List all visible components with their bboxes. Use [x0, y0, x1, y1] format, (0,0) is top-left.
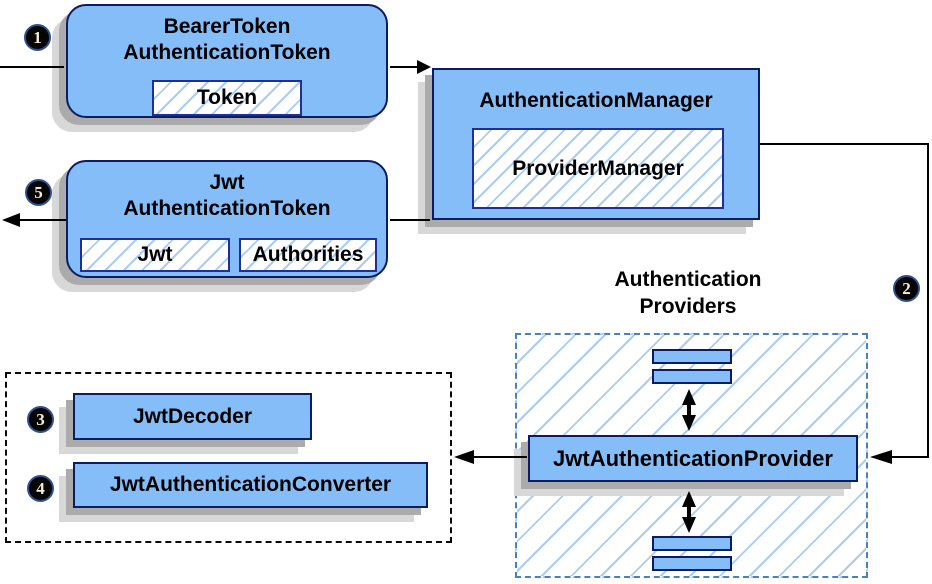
authentication-manager-title-text: AuthenticationManager — [479, 89, 713, 112]
jwt-decoder-label: JwtDecoder — [132, 404, 253, 428]
provider-list-item — [652, 556, 732, 571]
jwt-authentication-converter-node: JwtAuthenticationConverter — [73, 462, 428, 508]
authentication-manager-node: AuthenticationManager ProviderManager — [432, 68, 760, 220]
authentication-providers-heading-line2: Providers — [639, 295, 737, 318]
jwt-authentication-provider-node: JwtAuthenticationProvider — [528, 435, 858, 482]
provider-list-item — [652, 349, 732, 364]
jwt-token-title-line1: Jwt — [209, 171, 245, 194]
authentication-providers-heading-line1: Authentication — [614, 268, 762, 291]
token-field: Token — [152, 80, 302, 116]
step-5-number: 5 — [34, 182, 43, 202]
provider-list-item — [652, 536, 732, 551]
step-2-badge: 2 — [893, 275, 920, 302]
jwt-authentication-token-node: Jwt AuthenticationToken Jwt Authorities — [66, 160, 388, 278]
authentication-manager-title: AuthenticationManager — [434, 70, 758, 114]
authorities-field: Authorities — [239, 238, 377, 272]
bearer-token-title-line1: BearerToken — [163, 15, 291, 38]
jwt-token-title-line2: AuthenticationToken — [123, 197, 331, 220]
step-3-badge: 3 — [27, 406, 54, 433]
jwt-field: Jwt — [80, 238, 230, 272]
step-1-number: 1 — [33, 27, 42, 47]
jwt-authentication-provider-label: JwtAuthenticationProvider — [553, 445, 833, 471]
jwt-decoder-node: JwtDecoder — [73, 393, 312, 440]
step-4-badge: 4 — [27, 475, 54, 502]
provider-manager-field: ProviderManager — [472, 128, 724, 209]
bearer-token-title-line2: AuthenticationToken — [123, 41, 331, 64]
jwt-result-out-arrow — [2, 213, 66, 227]
provider-list-item — [652, 369, 732, 384]
decoder-converter-group — [5, 372, 452, 543]
bearer-to-manager-arrow — [390, 60, 431, 74]
jwt-authentication-converter-label: JwtAuthenticationConverter — [109, 473, 392, 496]
bearer-token-node: BearerToken AuthenticationToken Token — [66, 4, 388, 118]
bearer-token-title: BearerToken AuthenticationToken — [68, 6, 386, 66]
jwt-token-title: Jwt AuthenticationToken — [68, 162, 386, 222]
step-2-number: 2 — [902, 278, 911, 298]
jwt-field-label: Jwt — [137, 243, 173, 266]
step-1-badge: 1 — [24, 24, 51, 51]
step-3-number: 3 — [36, 409, 45, 429]
authorities-field-label: Authorities — [252, 243, 364, 266]
step-4-number: 4 — [36, 478, 45, 498]
token-field-label: Token — [196, 86, 258, 109]
authentication-providers-heading: Authentication Providers — [577, 266, 799, 320]
provider-manager-field-label: ProviderManager — [512, 156, 684, 180]
step-5-badge: 5 — [25, 179, 52, 206]
